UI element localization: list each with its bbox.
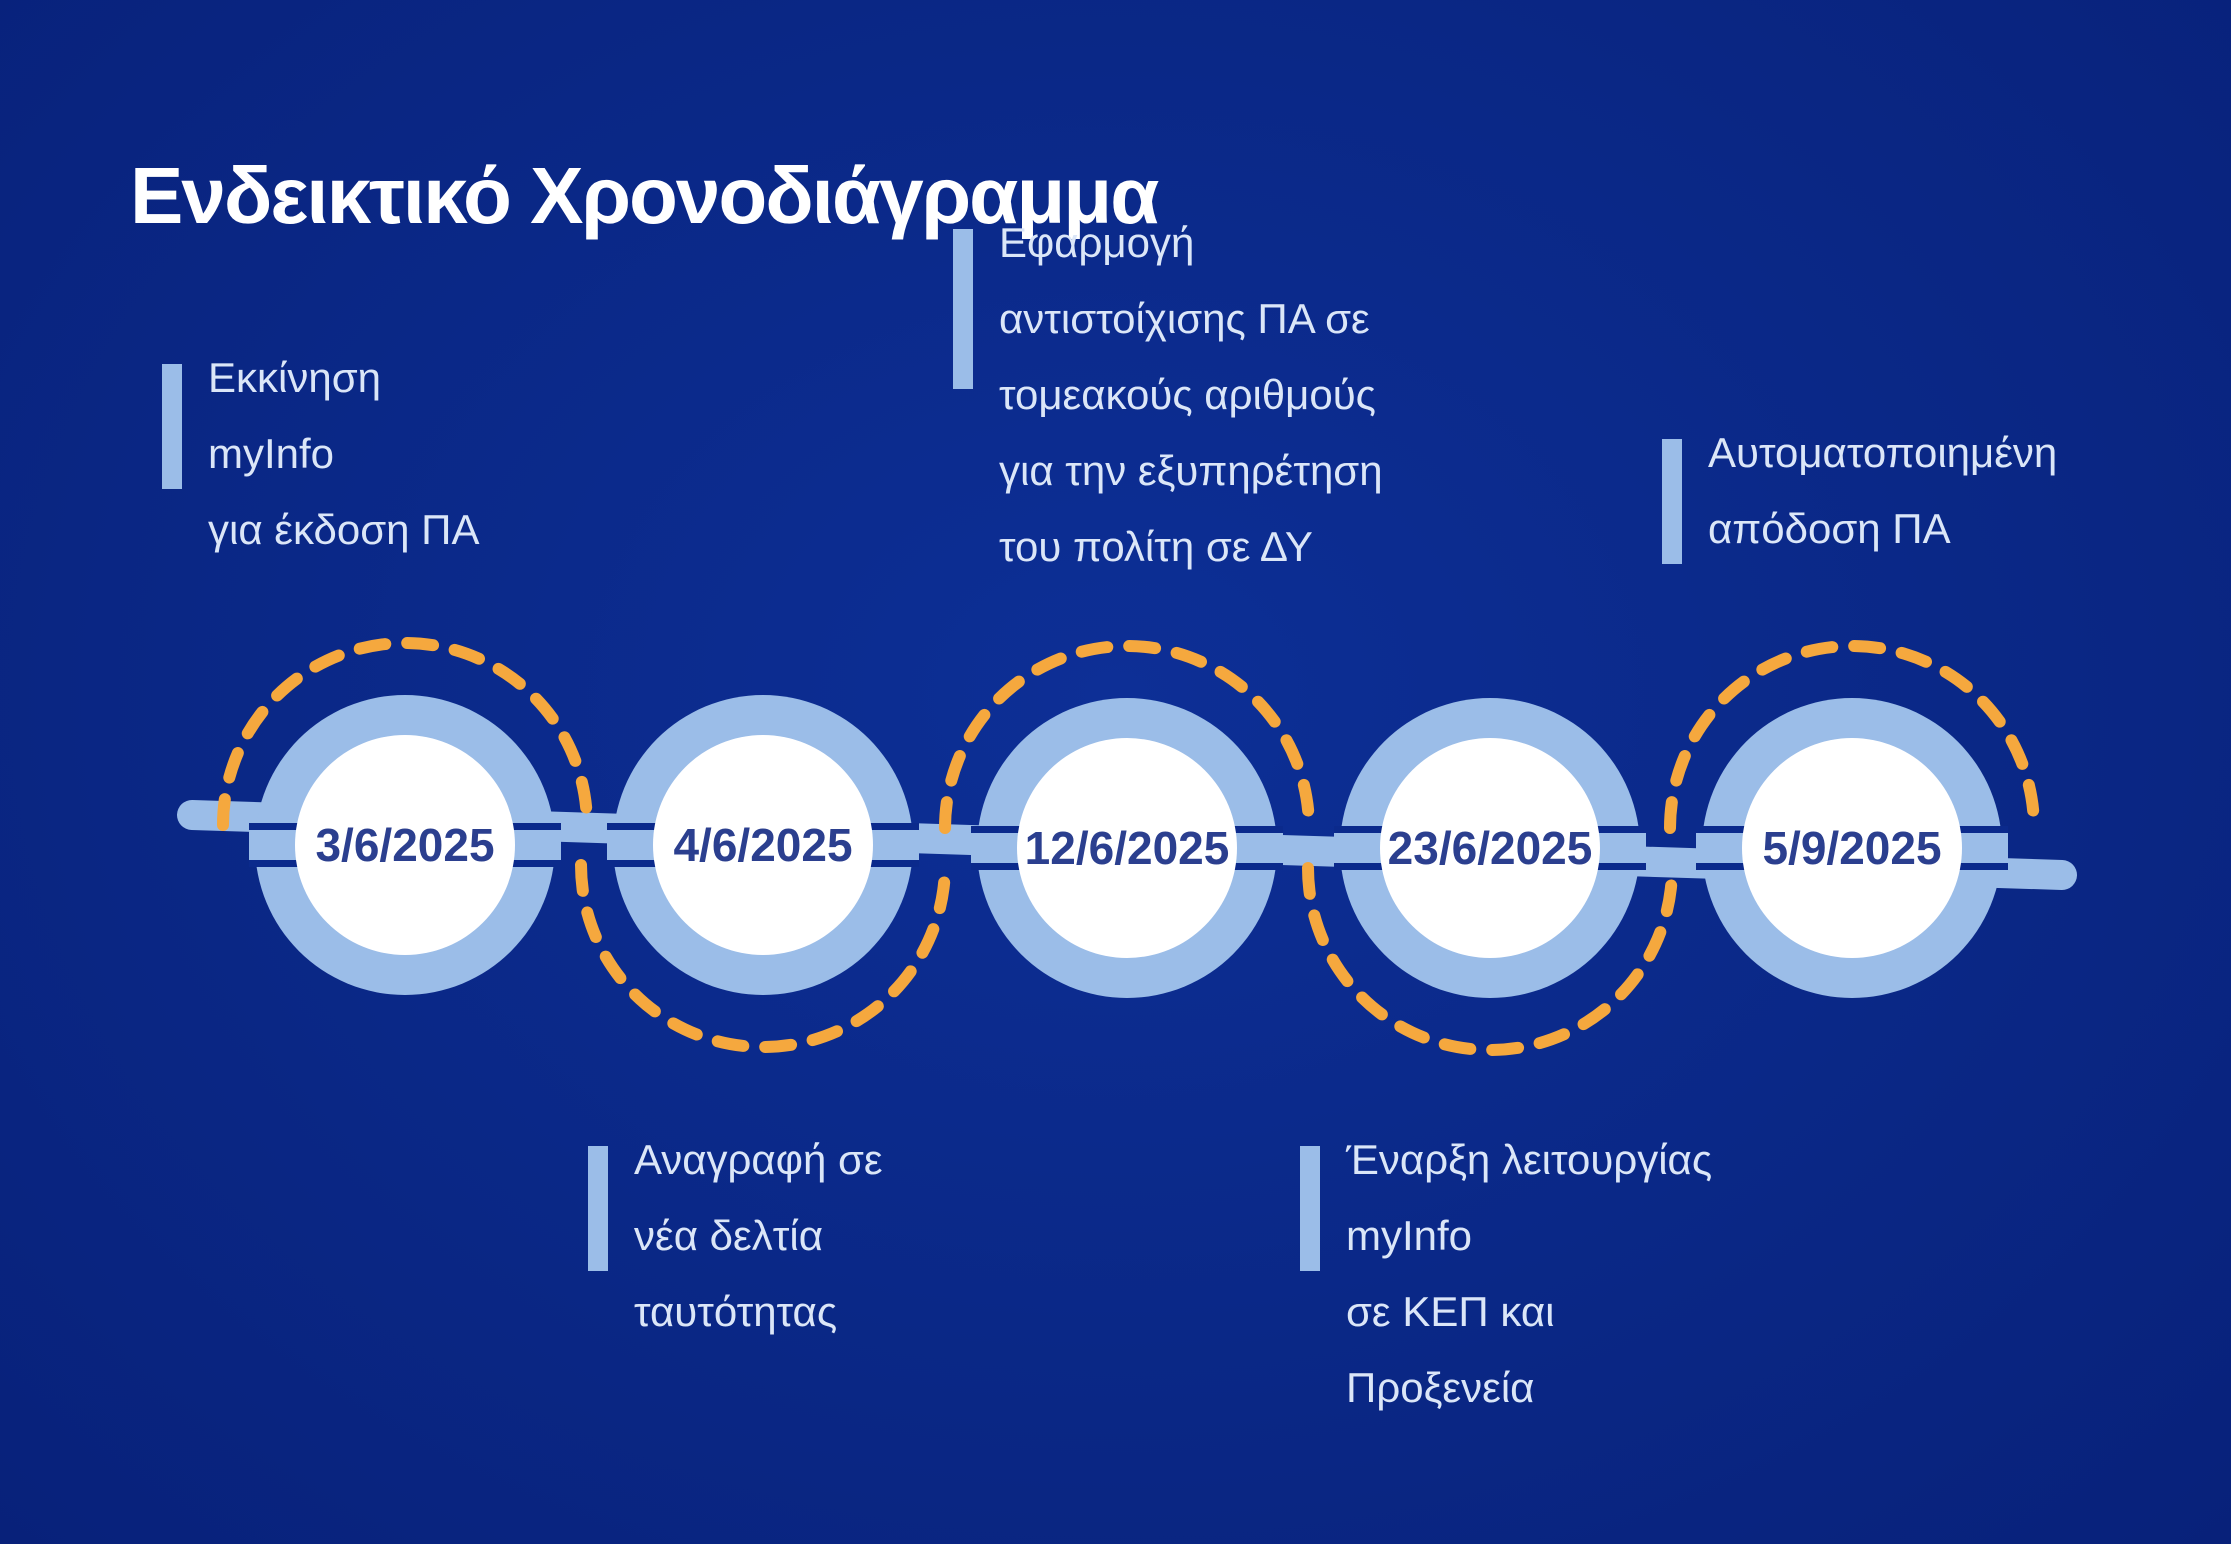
dashed-arc (1664, 640, 2040, 834)
milestone-node: 5/9/2025 (1664, 640, 2040, 998)
note-text: Αυτοματοποιημένη απόδοση ΠΑ (1708, 415, 2057, 567)
milestone-date: 4/6/2025 (673, 819, 852, 871)
note-line: Εκκίνηση (208, 354, 381, 401)
note-accent-bar (588, 1146, 608, 1271)
milestone-date: 5/9/2025 (1762, 822, 1941, 874)
note-line: αντιστοίχισης ΠΑ σε (999, 295, 1370, 342)
milestone-inner-circle (1017, 738, 1237, 958)
milestone-note: Αυτοματοποιημένη απόδοση ΠΑ (1662, 415, 2057, 567)
note-accent-bar (953, 229, 973, 389)
milestone-inner-circle (1742, 738, 1962, 958)
dashed-arc (939, 640, 1315, 834)
note-line: ταυτότητας (634, 1288, 838, 1335)
note-accent-bar (1662, 439, 1682, 564)
milestone-node: 4/6/2025 (575, 695, 951, 1053)
note-line: Αυτοματοποιημένη (1708, 429, 2058, 476)
note-line: τομεακούς αριθμούς (999, 371, 1376, 418)
note-line: απόδοση ΠΑ (1708, 505, 1951, 552)
milestone-node: 3/6/2025 (217, 637, 593, 995)
milestone-node: 12/6/2025 (939, 640, 1315, 998)
note-line: νέα δελτία (634, 1212, 823, 1259)
dashed-arc (217, 637, 593, 831)
note-line: myInfo (1346, 1212, 1473, 1259)
milestone-note: Αναγραφή σε νέα δελτία ταυτότητας (588, 1122, 883, 1350)
milestone-note: Εκκίνηση myInfo για έκδοση ΠΑ (162, 340, 480, 568)
note-line: για την εξυπηρέτηση (999, 447, 1383, 494)
note-line: για έκδοση ΠΑ (208, 506, 480, 553)
note-line: Αναγραφή σε (634, 1136, 883, 1183)
dashed-arc (575, 859, 951, 1053)
note-line: του πολίτη σε ΔΥ (999, 523, 1313, 570)
note-text: Εφαρμογή αντιστοίχισης ΠΑ σε τομεακούς αρι… (999, 205, 1383, 585)
milestone-date: 3/6/2025 (315, 819, 494, 871)
milestone-note: Εφαρμογή αντιστοίχισης ΠΑ σε τομεακούς αρι… (953, 205, 1383, 585)
milestone-date: 23/6/2025 (1388, 822, 1593, 874)
note-line: Προξενεία (1346, 1364, 1535, 1411)
note-line: Έναρξη λειτουργίας (1346, 1136, 1713, 1183)
dashed-arc (1302, 862, 1678, 1056)
milestone-date: 12/6/2025 (1025, 822, 1230, 874)
note-line: myInfo (208, 430, 335, 477)
milestone-inner-circle (653, 735, 873, 955)
note-accent-bar (1300, 1146, 1320, 1271)
milestone-node: 23/6/2025 (1302, 698, 1678, 1056)
note-line: σε ΚΕΠ και (1346, 1288, 1555, 1335)
milestone-inner-circle (295, 735, 515, 955)
page-title: Ενδεικτικό Χρονοδιάγραμμα (130, 151, 1159, 240)
note-line: Εφαρμογή (999, 219, 1195, 266)
milestone-inner-circle (1380, 738, 1600, 958)
milestone-nodes: 3/6/2025 4/6/2025 12/6/2025 23/6/2025 5/9/20… (217, 637, 2040, 1056)
note-text: Εκκίνηση myInfo για έκδοση ΠΑ (208, 340, 480, 568)
note-accent-bar (162, 364, 182, 489)
note-text: Αναγραφή σε νέα δελτία ταυτότητας (634, 1122, 883, 1350)
